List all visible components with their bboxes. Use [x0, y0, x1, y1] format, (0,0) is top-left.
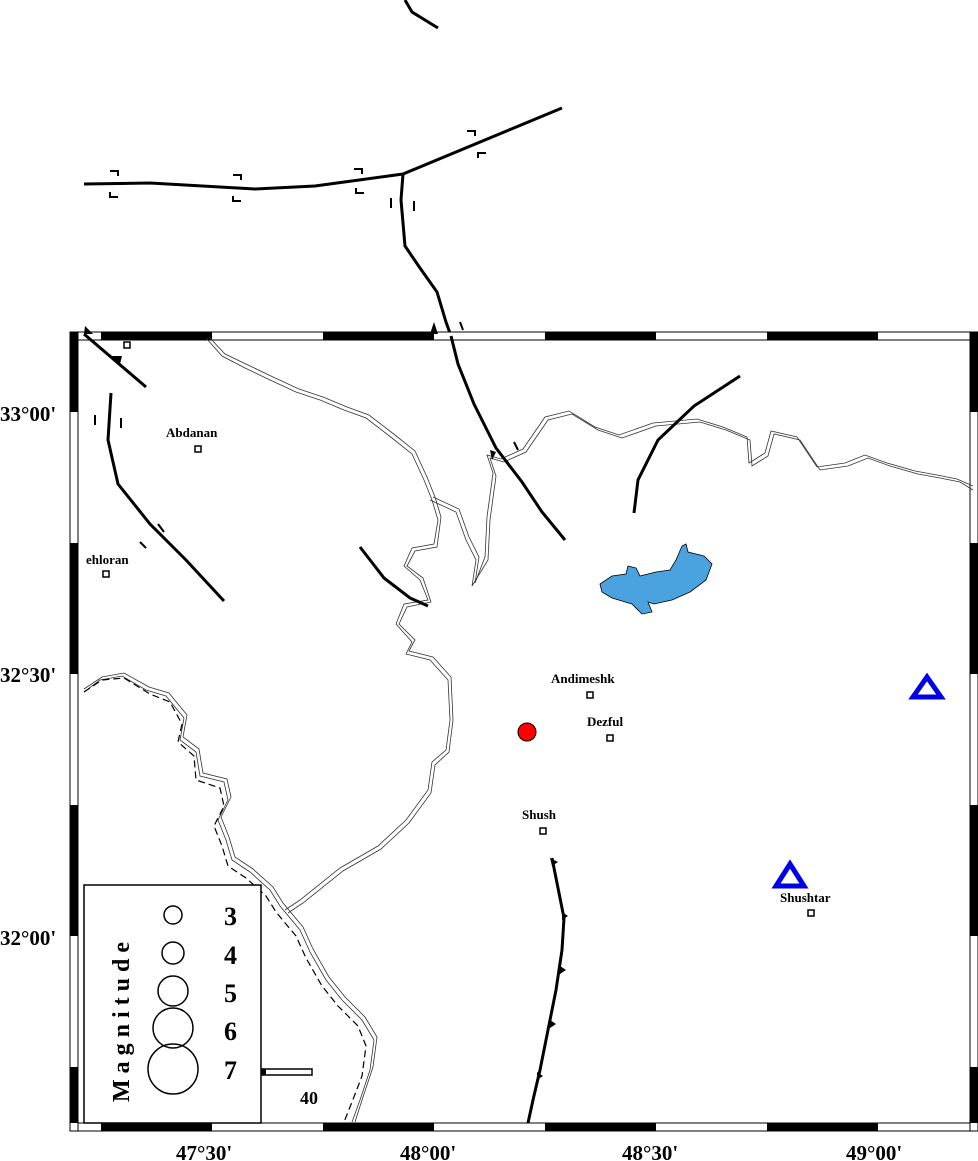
x-tick-48-30: 48°30': [622, 1141, 678, 1161]
city-label-andimeshk: Andimeshk: [551, 671, 615, 686]
legend-mag-4: 4: [224, 941, 237, 970]
city-label-shushtar: Shushtar: [780, 890, 831, 905]
scale-bar-label: 40: [300, 1088, 318, 1108]
x-tick-47-30: 47°30': [176, 1141, 232, 1161]
strike-slip-arrows: [94, 130, 519, 549]
x-tick-48-00: 48°00': [400, 1141, 456, 1161]
legend-mag-7: 7: [224, 1056, 237, 1085]
faults-inside: [83, 332, 741, 1124]
y-tick-32-30: 32°30': [0, 663, 56, 687]
faults-outside: [83, 0, 563, 337]
station-triangle-2: [771, 859, 809, 889]
city-andimeshk: Andimeshk: [551, 671, 615, 699]
city-label-shush: Shush: [522, 807, 557, 822]
map-frame: [69, 331, 978, 1132]
y-tick-32-00: 32°00': [0, 926, 56, 950]
city-shushtar: Shushtar: [780, 890, 831, 917]
dez-reservoir: [599, 543, 713, 615]
city-abdanan: Abdanan: [123, 341, 218, 453]
city-dehloran: ehloran: [86, 552, 129, 578]
legend-mag-6: 6: [224, 1017, 237, 1046]
legend-circle-7: [147, 1043, 199, 1095]
legend-title: Magnitude: [109, 936, 135, 1102]
legend-circle-5: [157, 975, 189, 1007]
scale-bar: 40: [261, 1068, 318, 1108]
legend-circle-6: [152, 1007, 194, 1049]
cities: Abdanan ehloran Andimeshk Dezful Shush S…: [86, 341, 831, 917]
thrust-teeth: [84, 322, 568, 1080]
rivers: [83, 336, 974, 1123]
legend-circle-4: [161, 941, 185, 965]
border-line: [83, 677, 367, 1123]
legend-mag-3: 3: [224, 902, 237, 931]
city-label-abdanan: Abdanan: [166, 425, 218, 440]
legend-mag-5: 5: [224, 979, 237, 1008]
legend-circle-3: [163, 905, 183, 925]
city-shush: Shush: [522, 807, 557, 835]
epicenter-marker: [517, 722, 537, 742]
x-tick-49-00: 49°00': [846, 1141, 902, 1161]
city-label-dehloran: ehloran: [86, 552, 129, 567]
magnitude-legend: Magnitude 3 4 5 6 7: [83, 884, 262, 1124]
city-label-dezful: Dezful: [587, 714, 623, 729]
axis-labels: 47°30' 48°00' 48°30' 49°00' 33°00' 32°30…: [0, 402, 902, 1161]
city-dezful: Dezful: [587, 714, 623, 742]
seismic-stations: [771, 672, 946, 889]
y-tick-33-00: 33°00': [0, 402, 56, 426]
station-triangle-1: [908, 672, 946, 700]
